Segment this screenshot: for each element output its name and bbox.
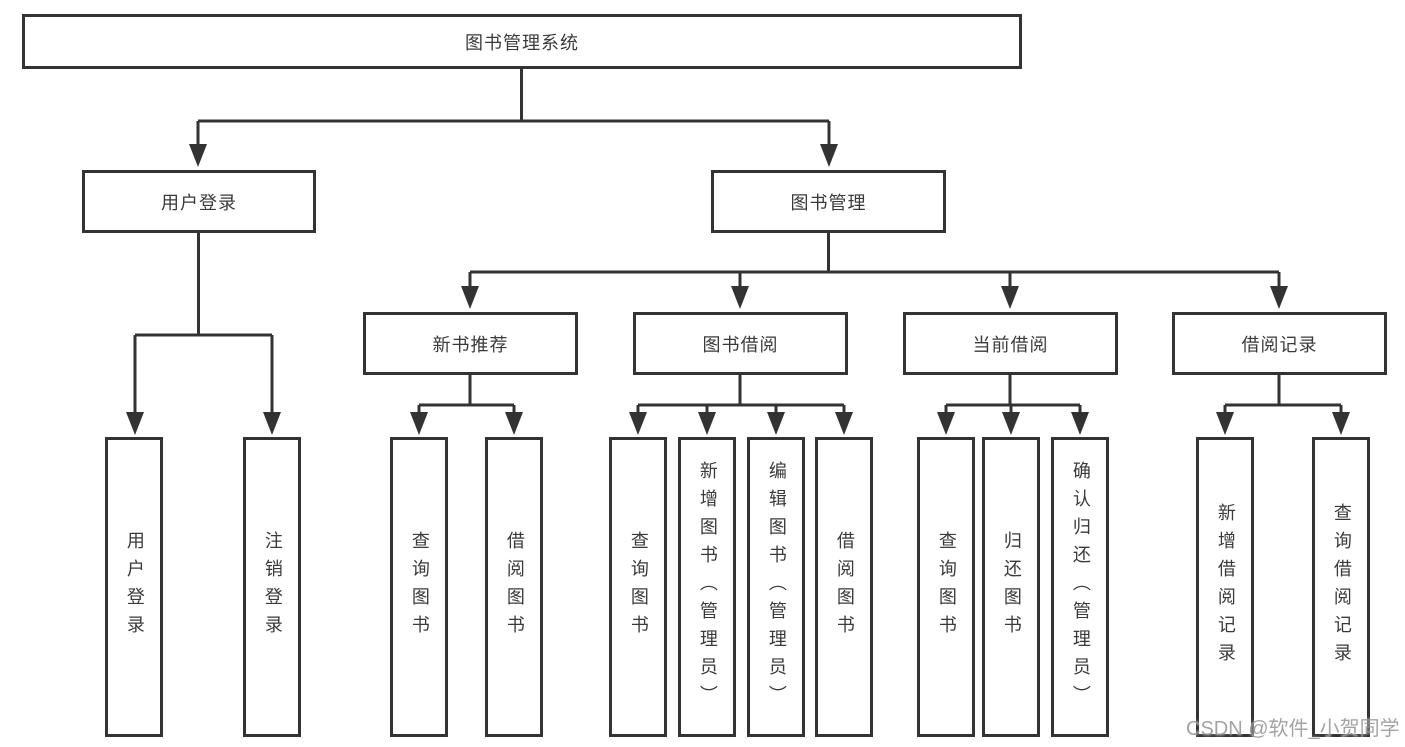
node-label: 用户登录 (124, 531, 145, 643)
leaf-current-confirm-return-admin: 确认归还（管理员） (1051, 437, 1109, 737)
node-label: 图书管理系统 (465, 32, 579, 53)
arrow-down-icon (835, 412, 853, 435)
leaf-logout-login: 注销登录 (243, 437, 301, 737)
node-label: 新增借阅记录 (1215, 503, 1236, 671)
node-book-management: 图书管理 (711, 170, 946, 233)
arrow-down-icon (505, 412, 523, 435)
leaf-current-query-books: 查询图书 (917, 437, 975, 737)
arrow-down-icon (629, 412, 647, 435)
node-book-borrowing: 图书借阅 (633, 312, 848, 375)
node-label: 新书推荐 (432, 334, 509, 355)
arrow-down-icon (461, 286, 479, 309)
leaf-borrowing-edit-books-admin: 编辑图书（管理员） (747, 437, 805, 737)
arrow-down-icon (1332, 412, 1350, 435)
leaf-borrowing-query-books: 查询图书 (609, 437, 667, 737)
arrow-down-icon (1270, 286, 1288, 309)
arrow-down-icon (126, 412, 144, 435)
arrow-down-icon (820, 144, 838, 167)
node-current-borrowing: 当前借阅 (903, 312, 1118, 375)
arrow-down-icon (1071, 412, 1089, 435)
arrow-down-icon (1002, 412, 1020, 435)
arrow-down-icon (263, 412, 281, 435)
arrow-down-icon (698, 412, 716, 435)
arrow-down-icon (1216, 412, 1234, 435)
leaf-records-add-borrow-record: 新增借阅记录 (1196, 437, 1254, 737)
arrow-down-icon (1001, 286, 1019, 309)
node-label: 归还图书 (1001, 531, 1022, 643)
arrow-down-icon (731, 286, 749, 309)
node-label: 查询图书 (936, 531, 957, 643)
arrow-down-icon (410, 412, 428, 435)
leaf-recommend-borrow-books: 借阅图书 (485, 437, 543, 737)
node-label: 图书借阅 (702, 334, 779, 355)
leaf-user-login: 用户登录 (105, 437, 163, 737)
leaf-recommend-query-books: 查询图书 (390, 437, 448, 737)
node-label: 新增图书（管理员） (697, 461, 718, 713)
node-label: 借阅图书 (504, 531, 525, 643)
leaf-borrowing-borrow-books: 借阅图书 (815, 437, 873, 737)
arrow-down-icon (937, 412, 955, 435)
node-label: 确认归还（管理员） (1070, 461, 1091, 713)
node-label: 图书管理 (790, 192, 867, 213)
node-label: 编辑图书（管理员） (766, 461, 787, 713)
node-label: 查询借阅记录 (1331, 503, 1352, 671)
leaf-current-return-books: 归还图书 (982, 437, 1040, 737)
arrowheads (126, 144, 1350, 435)
arrow-down-icon (767, 412, 785, 435)
node-label: 用户登录 (161, 192, 237, 213)
leaf-records-query-borrow-record: 查询借阅记录 (1312, 437, 1370, 737)
watermark: CSDN @软件_小贺同学 (1186, 718, 1400, 740)
node-borrowing-records: 借阅记录 (1172, 312, 1387, 375)
leaf-borrowing-add-books-admin: 新增图书（管理员） (678, 437, 736, 737)
node-new-book-recommendation: 新书推荐 (363, 312, 578, 375)
node-label: 借阅记录 (1241, 334, 1318, 355)
arrow-down-icon (189, 144, 207, 167)
node-label: 借阅图书 (834, 531, 855, 643)
node-label: 注销登录 (262, 531, 283, 643)
node-label: 当前借阅 (972, 334, 1049, 355)
node-label: 查询图书 (409, 531, 430, 643)
connector-branches (133, 69, 1343, 416)
node-user-login: 用户登录 (82, 170, 316, 233)
node-label: 查询图书 (628, 531, 649, 643)
node-library-management-system: 图书管理系统 (22, 14, 1022, 69)
